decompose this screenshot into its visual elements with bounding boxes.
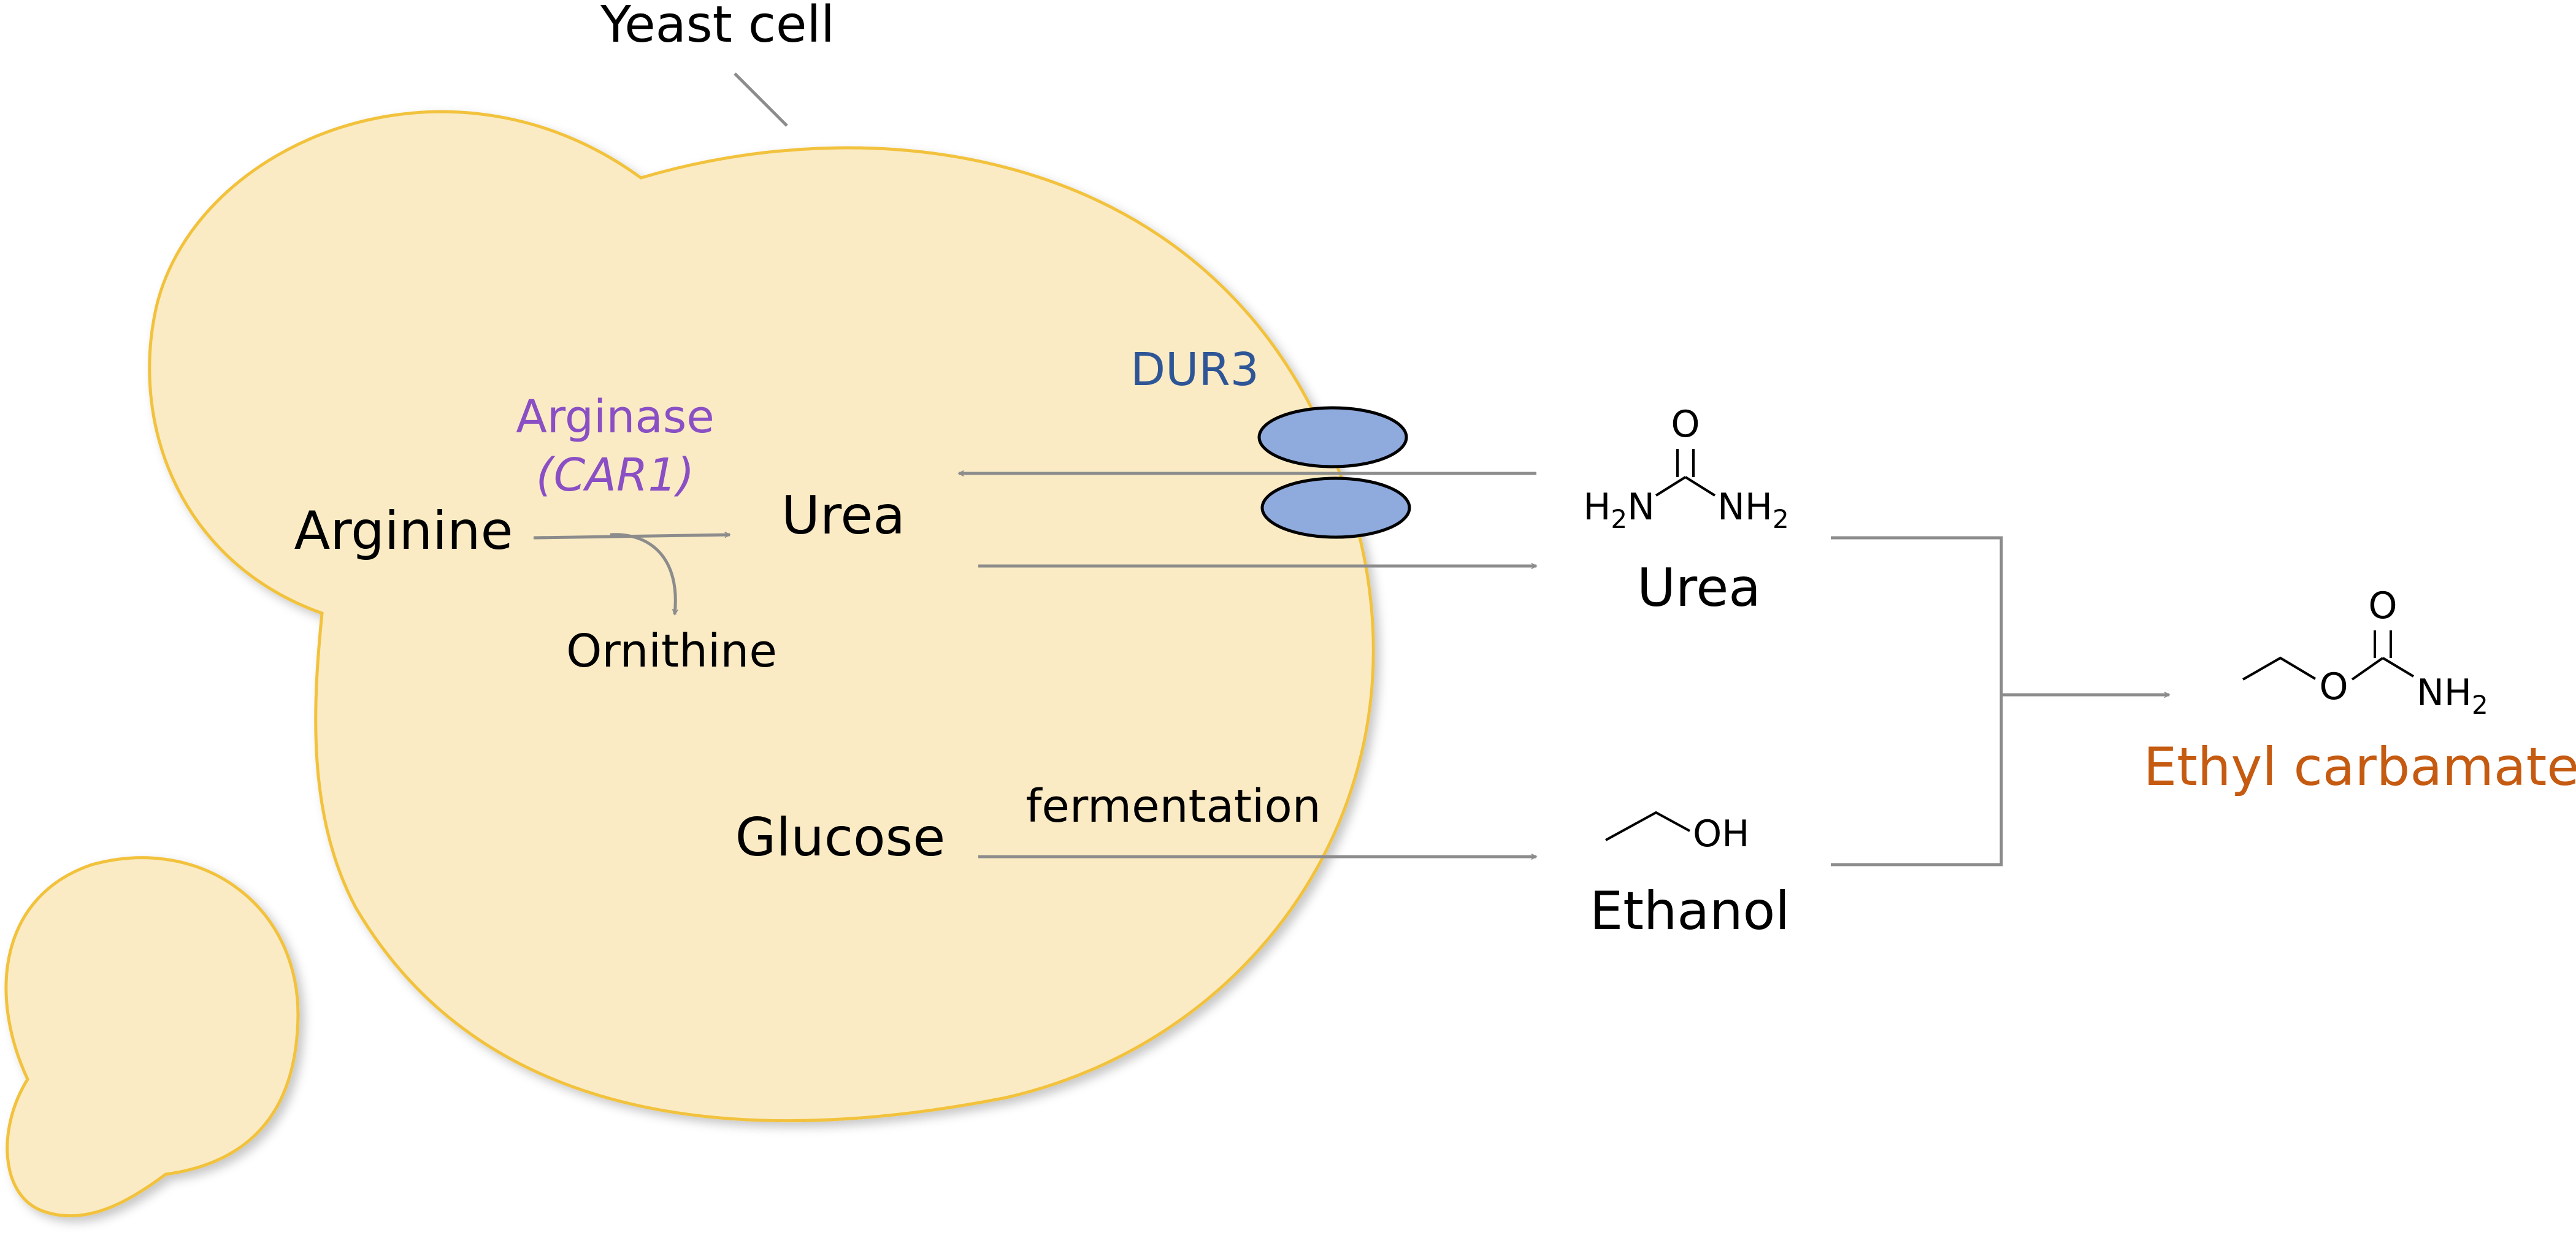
- urea-amine-left: H2N: [1583, 486, 1655, 534]
- dur3-label: DUR3: [1130, 343, 1259, 396]
- small-yeast-cell: [4, 856, 300, 1218]
- ornithine-branch-arrow: [610, 533, 675, 614]
- dur3-transporter-bottom: [1260, 476, 1411, 539]
- urea-structure: O H2N NH2: [1583, 403, 1788, 534]
- arginine-label: Arginine: [294, 500, 513, 562]
- urea-outside-label: Urea: [1637, 557, 1761, 619]
- ethanol-hydroxyl: OH: [1693, 813, 1749, 855]
- car1-label: (CAR1): [536, 449, 695, 502]
- ethyl-carbamate-amine: NH2: [2417, 671, 2488, 720]
- ethyl-carbamate-ester-oxygen: O: [2319, 665, 2348, 708]
- reaction-bracket: [1831, 536, 2003, 866]
- fermentation-label: fermentation: [1025, 780, 1321, 833]
- urea-inside-label: Urea: [781, 485, 905, 546]
- glucose-label: Glucose: [735, 807, 946, 868]
- urea-oxygen: O: [1671, 403, 1700, 446]
- ethyl-carbamate-label: Ethyl carbamate: [2144, 736, 2576, 798]
- yeast-cell-label: Yeast cell: [600, 0, 835, 54]
- yeast-cell-body: [148, 110, 1375, 1122]
- urea-amine-right: NH2: [1717, 486, 1789, 534]
- ethanol-structure: OH: [1605, 811, 1749, 855]
- ethyl-carbamate-carbonyl-oxygen: O: [2368, 584, 2397, 627]
- yeast-cell-pointer: [734, 72, 788, 127]
- ethyl-carbamate-structure: O O NH2: [2242, 584, 2488, 720]
- ethanol-label: Ethanol: [1590, 881, 1790, 942]
- dur3-transporter-top: [1257, 406, 1408, 469]
- ornithine-label: Ornithine: [566, 625, 777, 678]
- arginase-label: Arginase: [516, 391, 715, 443]
